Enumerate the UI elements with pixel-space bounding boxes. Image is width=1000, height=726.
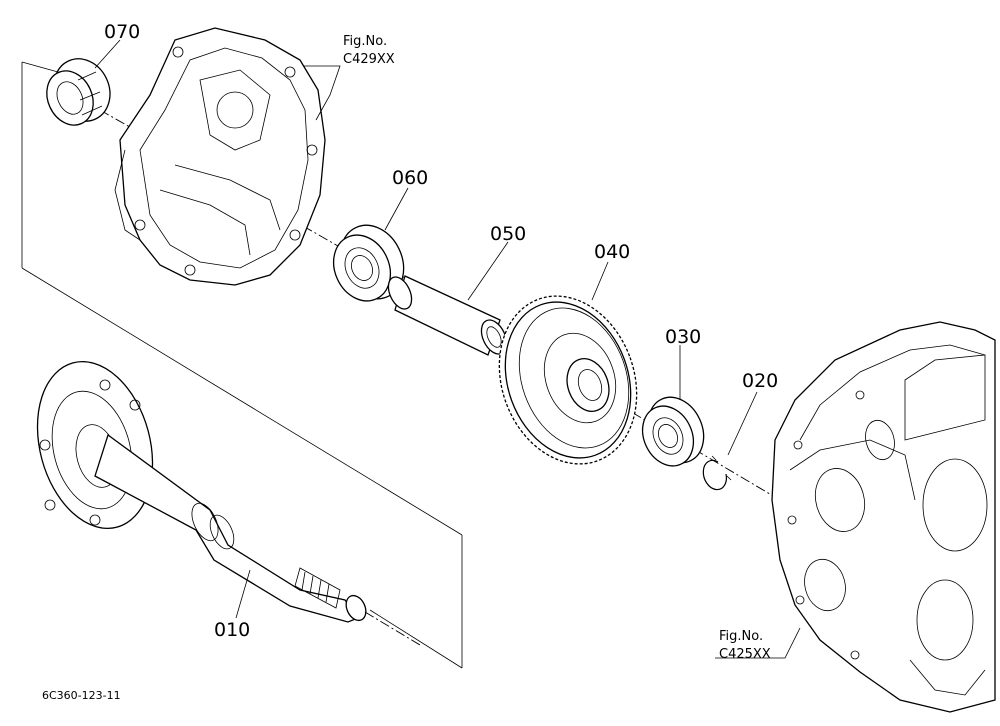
label-part-020: 020 bbox=[742, 370, 778, 392]
top-housing bbox=[114, 27, 326, 286]
part-060-bearing bbox=[332, 224, 405, 302]
ref-top-line2: C429XX bbox=[343, 52, 395, 67]
ref-bottom-line1: Fig.No. bbox=[719, 629, 763, 644]
label-part-040: 040 bbox=[594, 241, 630, 263]
assembly-frame bbox=[21, 61, 463, 669]
part-020-snap-ring bbox=[702, 455, 732, 491]
part-010-flange-shaft bbox=[36, 361, 421, 646]
label-part-030: 030 bbox=[665, 326, 701, 348]
part-040-gear bbox=[498, 295, 638, 465]
label-part-070: 070 bbox=[104, 21, 140, 43]
leader-lines bbox=[94, 39, 801, 659]
transmission-case bbox=[771, 321, 996, 713]
part-030-bearing bbox=[641, 396, 705, 467]
label-part-010: 010 bbox=[214, 619, 250, 641]
label-part-050: 050 bbox=[490, 223, 526, 245]
part-070-oil-seal bbox=[46, 58, 111, 126]
part-050-sleeve bbox=[387, 275, 508, 356]
ref-top-line1: Fig.No. bbox=[343, 34, 387, 49]
drawing-code: 6C360-123-11 bbox=[42, 689, 121, 702]
label-part-060: 060 bbox=[392, 167, 428, 189]
ref-bottom-line2: C425XX bbox=[719, 647, 771, 662]
